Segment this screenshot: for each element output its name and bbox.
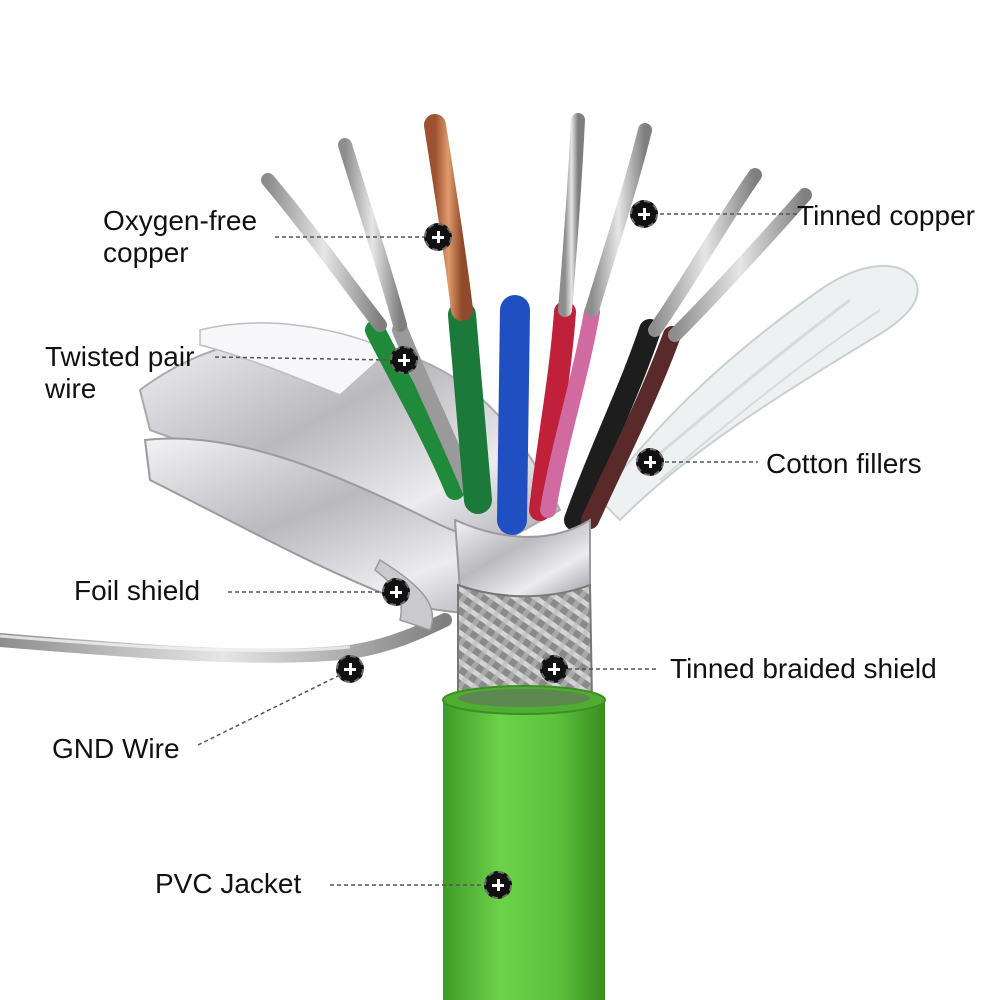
plus-circle-icon <box>382 578 410 606</box>
plus-circle-icon <box>636 448 664 476</box>
oxygen-free-copper-strand-1 <box>424 114 473 321</box>
plus-circle-icon <box>424 223 452 251</box>
plus-circle-icon <box>336 655 364 683</box>
label-cotton-fillers: Cotton fillers <box>766 448 922 479</box>
label-line: Twisted pair <box>45 341 195 372</box>
label-tinned-braided-shield: Tinned braided shield <box>670 653 937 684</box>
label-tinned-copper: Tinned copper <box>797 200 975 231</box>
label-line: Oxygen-free <box>103 205 258 236</box>
label-gnd-wire: GND Wire <box>52 733 180 764</box>
label-pvc-jacket: PVC Jacket <box>155 868 302 899</box>
cotton-filler-shape <box>598 264 919 522</box>
label-oxygen-free-copper: Oxygen-free copper <box>103 205 257 269</box>
gnd-wire-shape <box>0 613 452 663</box>
label-line: copper <box>103 237 189 268</box>
plus-circle-icon <box>540 655 568 683</box>
label-foil-shield: Foil shield <box>74 575 201 606</box>
plus-circle-icon <box>484 871 512 899</box>
plus-circle-icon <box>630 200 658 228</box>
leader-lines <box>197 213 800 886</box>
label-twisted-pair-wire: Twisted pair wire <box>45 341 194 405</box>
pvc-jacket-shape <box>443 700 605 1000</box>
plus-circle-icon <box>390 346 418 374</box>
label-line: wire <box>45 373 97 404</box>
